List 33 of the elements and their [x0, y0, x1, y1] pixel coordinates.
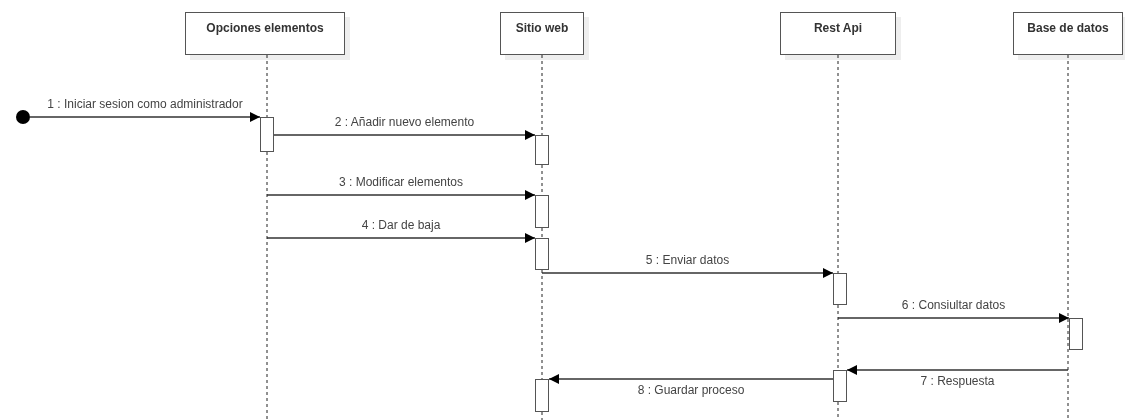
message-arrow	[541, 268, 834, 278]
message-arrow	[548, 374, 834, 384]
activation-bar	[535, 238, 549, 270]
message-label: 8 : Guardar proceso	[635, 383, 747, 397]
activation-bar	[833, 370, 847, 402]
message-arrow	[846, 365, 1069, 375]
lifeline-title: Base de datos	[1027, 21, 1109, 35]
activation-bar	[260, 117, 274, 152]
message-arrow	[29, 112, 261, 122]
lifeline-title: Rest Api	[813, 21, 863, 35]
message-label: 2 : Añadir nuevo elemento	[332, 115, 477, 129]
activation-bar	[535, 135, 549, 165]
message-arrow	[266, 233, 536, 243]
activation-bar	[833, 273, 847, 305]
lifeline-title: Sitio web	[515, 21, 569, 35]
lifeline-title: Opciones elementos	[206, 21, 324, 35]
message-label: 3 : Modificar elementos	[336, 175, 466, 189]
lifeline	[837, 55, 839, 420]
message-arrow	[837, 313, 1070, 323]
activation-bar	[535, 195, 549, 228]
lifeline	[1067, 55, 1069, 420]
activation-bar	[535, 379, 549, 412]
message-arrow	[266, 190, 536, 200]
message-label: 5 : Enviar datos	[643, 253, 732, 267]
message-label: 4 : Dar de baja	[359, 218, 443, 232]
lifeline	[541, 55, 543, 420]
activation-bar	[1069, 318, 1083, 350]
start-dot	[16, 110, 30, 124]
message-label: 6 : Consiultar datos	[899, 298, 1008, 312]
message-label: 1 : Iniciar sesion como administrador	[45, 97, 245, 111]
message-arrow	[273, 130, 536, 140]
message-label: 7 : Respuesta	[918, 374, 997, 388]
lifeline	[266, 55, 268, 420]
